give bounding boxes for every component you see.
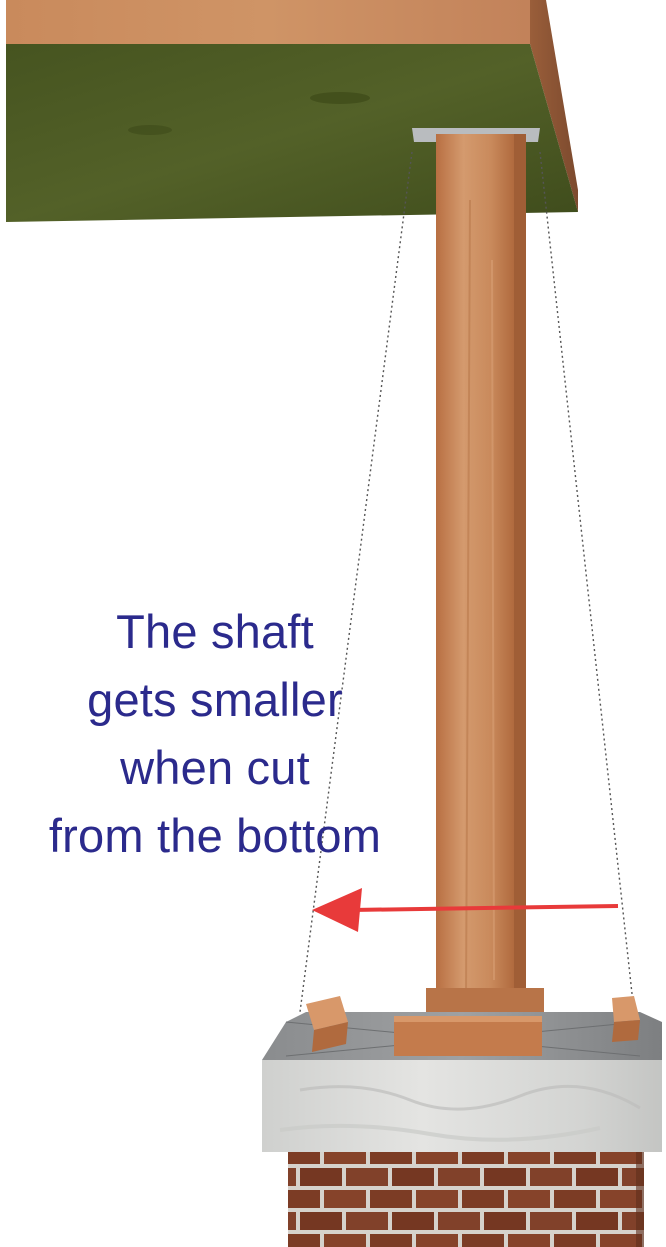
caption-line-1: The shaft xyxy=(116,605,314,658)
column-base xyxy=(262,988,662,1247)
post-front-face xyxy=(436,134,514,1034)
caption: The shaft gets smaller when cut from the… xyxy=(0,598,430,870)
corner-block-right xyxy=(612,996,640,1042)
guide-lines xyxy=(299,151,635,1013)
beam xyxy=(6,0,578,222)
caption-line-2: gets smaller xyxy=(87,673,343,726)
post-base-block-back xyxy=(426,988,544,1012)
direction-arrow xyxy=(312,888,619,932)
beam-side-face xyxy=(530,0,578,212)
beam-top-face xyxy=(6,0,530,44)
post-base-block xyxy=(394,1020,542,1056)
caption-line-4: from the bottom xyxy=(48,809,382,862)
post-side-face xyxy=(514,134,526,1034)
brick-pier xyxy=(288,1152,644,1247)
stone-cap-front xyxy=(262,1060,662,1152)
caption-line-3: when cut xyxy=(120,741,310,794)
beam-underside xyxy=(6,44,578,222)
corner-block-left xyxy=(306,996,348,1052)
column-post xyxy=(436,134,526,1034)
